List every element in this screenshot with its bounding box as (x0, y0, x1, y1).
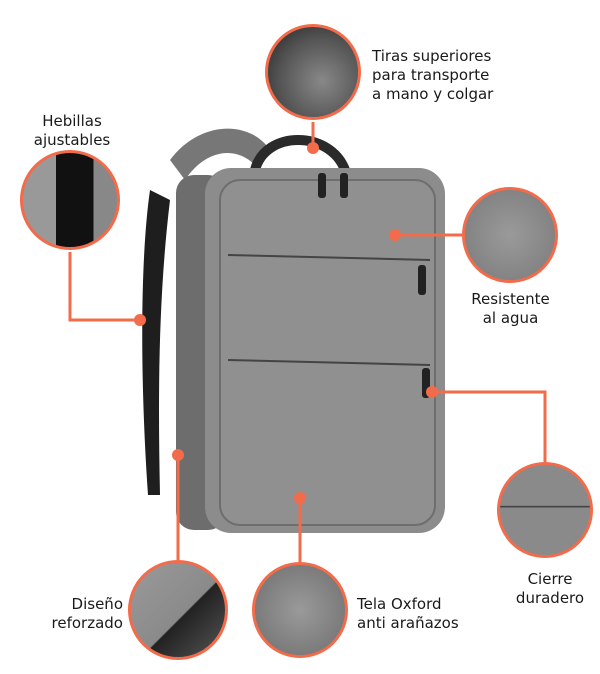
zipper-lower (227, 359, 431, 366)
label-line: reforzado (51, 614, 123, 632)
label-top-handle: Tiras superiores para transporte a mano … (372, 47, 493, 104)
label-buckles: Hebillas ajustables (22, 112, 122, 150)
label-oxford: Tela Oxford anti arañazos (357, 595, 459, 633)
shoulder-strap (142, 190, 170, 495)
detail-top-handle (265, 24, 361, 120)
detail-reinforced (128, 560, 228, 660)
detail-zipper (497, 462, 593, 558)
detail-buckles (20, 150, 120, 250)
label-line: Tela Oxford (357, 595, 442, 613)
label-zipper: Cierre duradero (505, 570, 595, 608)
zipper-upper (227, 254, 431, 261)
top-handle (250, 135, 350, 173)
label-line: Tiras superiores (372, 47, 492, 65)
label-line: ajustables (33, 131, 111, 149)
detail-oxford (252, 562, 348, 658)
label-reinforced: Diseño reforzado (20, 595, 123, 633)
label-water-resistant: Resistente al agua (458, 290, 563, 328)
label-line: anti arañazos (357, 614, 459, 632)
label-line: a mano y colgar (372, 85, 494, 103)
connector-dots (134, 142, 438, 504)
label-line: Diseño (71, 595, 123, 613)
label-line: Resistente (471, 290, 550, 308)
label-line: duradero (515, 589, 585, 607)
label-line: Hebillas (42, 112, 102, 130)
label-line: Cierre (527, 570, 573, 588)
strap-top (170, 128, 270, 180)
detail-water-resistant (462, 187, 558, 283)
label-line: al agua (482, 309, 539, 327)
label-line: para transporte (372, 66, 490, 84)
